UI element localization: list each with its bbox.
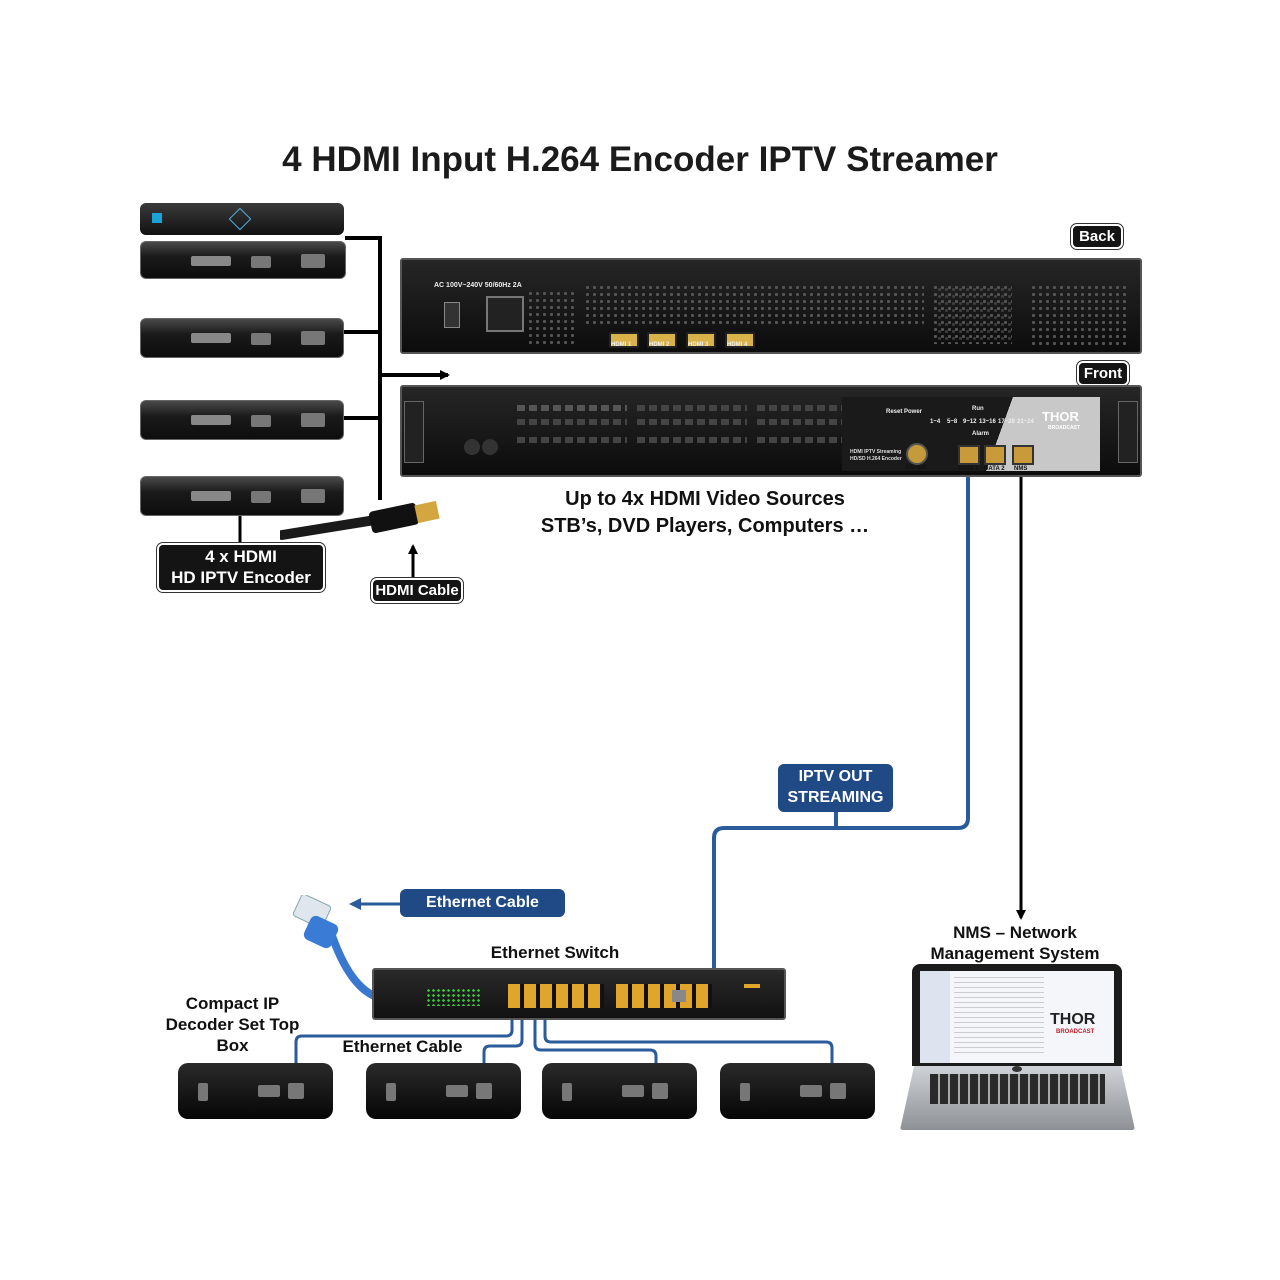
front-asi-label: ASI out xyxy=(905,465,926,471)
iptv-out-line xyxy=(708,468,970,1018)
ethernet-switch xyxy=(372,968,786,1020)
front-brand-bottom: BROADCAST xyxy=(1048,425,1080,431)
source-stb-2 xyxy=(140,318,344,358)
front-reset-label: Reset xyxy=(886,409,903,415)
asi-connector-icon xyxy=(906,443,928,465)
front-model-line1: HDMI IPTV Streaming xyxy=(850,449,902,455)
hdmi-port-4 xyxy=(725,332,755,348)
hdmi-port-1-label: HDMI 1 xyxy=(611,342,632,348)
source-stb-4 xyxy=(140,476,344,516)
switch-indicator xyxy=(744,984,760,988)
encoder-tag-line2: HD IPTV Encoder xyxy=(171,568,311,587)
front-ch-3: 9~12 xyxy=(963,419,977,425)
source-stb-top xyxy=(140,203,344,235)
switch-uplink-port xyxy=(672,990,686,1002)
data-port-2-icon xyxy=(984,445,1006,465)
decoder-line3: Box xyxy=(216,1036,249,1055)
encoder-back-panel: AC 100V~240V 50/60Hz 2A HDMI 1 HDMI 2 HD… xyxy=(400,258,1142,354)
front-tag: Front xyxy=(1077,361,1129,386)
data-port-2-label: DATA 2 xyxy=(984,466,1005,472)
front-ch-5: 17~20 xyxy=(998,419,1015,425)
hdmi-source-wires xyxy=(342,236,382,500)
nms-port-icon xyxy=(1012,445,1034,465)
nms-port-label: NMS xyxy=(1014,466,1028,472)
power-switch-icon xyxy=(444,302,460,328)
nms-laptop: THOR BROADCAST xyxy=(900,962,1135,1132)
nms-line2: Management System xyxy=(930,944,1100,963)
iptv-out-line1: IPTV OUT xyxy=(798,768,873,785)
diagram-title: 4 HDMI Input H.264 Encoder IPTV Streamer xyxy=(282,140,998,179)
sources-line1: Up to 4x HDMI Video Sources xyxy=(565,488,845,510)
laptop-screen: THOR BROADCAST xyxy=(912,964,1122,1066)
decoder-line1: Compact IP xyxy=(185,994,280,1013)
sources-label: Up to 4x HDMI Video Sources STB’s, DVD P… xyxy=(490,486,920,540)
decoder-line2: Decoder Set Top xyxy=(165,1015,300,1034)
front-ch-2: 5~8 xyxy=(947,419,958,425)
hdmi-port-1 xyxy=(609,332,639,348)
switch-to-decoder-wires xyxy=(290,1010,838,1085)
source-stb-3 xyxy=(140,400,344,440)
power-rating-label: AC 100V~240V 50/60Hz 2A xyxy=(434,282,522,289)
decoder-box-2 xyxy=(366,1063,521,1119)
front-knob-2-icon xyxy=(482,439,498,455)
hdmi-port-4-label: HDMI 4 xyxy=(727,342,748,348)
encoder-front-panel: Reset Power Run 1~4 5~8 9~12 13~16 17~20… xyxy=(400,385,1142,477)
ethernet-cable-label: Ethernet Cable xyxy=(342,1037,463,1056)
hdmi-port-2 xyxy=(647,332,677,348)
iptv-out-line2: STREAMING xyxy=(787,789,884,806)
rack-ear-left xyxy=(404,401,424,463)
front-ch-4: 13~16 xyxy=(979,419,996,425)
switch-led-panel xyxy=(426,988,481,1006)
laptop-keyboard xyxy=(930,1074,1105,1104)
front-ch-1: 1~4 xyxy=(930,419,941,425)
source-stb-1 xyxy=(140,241,346,279)
front-alarm-label: Alarm xyxy=(972,431,990,437)
rack-ear-right xyxy=(1118,401,1138,463)
nms-software-window: THOR BROADCAST xyxy=(920,971,1114,1063)
power-socket-icon xyxy=(486,296,524,332)
hdmi-port-3-label: HDMI 3 xyxy=(688,342,709,348)
iptv-out-tag: IPTV OUT STREAMING xyxy=(778,764,893,812)
data-port-1-icon xyxy=(958,445,980,465)
decoder-box-3 xyxy=(542,1063,697,1119)
decoder-label: Compact IP Decoder Set Top Box xyxy=(150,993,315,1056)
sources-line2: STB’s, DVD Players, Computers … xyxy=(540,515,870,537)
hdmi-port-3 xyxy=(686,332,716,348)
switch-port-bank-1 xyxy=(508,984,604,1008)
laptop-brand-bottom: BROADCAST xyxy=(1056,1029,1095,1035)
front-run-label: Run xyxy=(972,406,984,412)
rj45-connector-icon xyxy=(292,895,339,949)
front-knob-1-icon xyxy=(464,439,480,455)
laptop-base xyxy=(900,1066,1135,1130)
brand-logo-icon xyxy=(152,213,162,223)
decoder-box-1 xyxy=(178,1063,333,1119)
nms-label: NMS – Network Management System xyxy=(905,922,1125,964)
decoder-box-4 xyxy=(720,1063,875,1119)
back-tag: Back xyxy=(1071,224,1123,249)
ethernet-switch-label: Ethernet Switch xyxy=(490,943,620,962)
data-port-1-label: DATA 1 xyxy=(958,466,979,472)
front-power-label: Power xyxy=(904,409,923,415)
front-ch-6: 21~24 xyxy=(1017,419,1034,425)
encoder-tag: 4 x HDMI HD IPTV Encoder xyxy=(157,543,325,592)
hp-logo-icon xyxy=(1012,1066,1022,1072)
laptop-brand-top: THOR xyxy=(1050,1011,1096,1028)
hdmi-cable-tag: HDMI Cable xyxy=(371,578,463,603)
front-brand-top: THOR xyxy=(1042,409,1079,424)
front-model-line2: HD/SD H.264 Encoder xyxy=(850,456,902,462)
nms-line1: NMS – Network xyxy=(953,923,1077,942)
hdmi-cable-image xyxy=(280,500,440,540)
switch-port-bank-2 xyxy=(616,984,712,1008)
ethernet-cable-tag: Ethernet Cable xyxy=(400,889,565,917)
hdmi-port-2-label: HDMI 2 xyxy=(649,342,670,348)
encoder-tag-line1: 4 x HDMI xyxy=(205,547,277,566)
